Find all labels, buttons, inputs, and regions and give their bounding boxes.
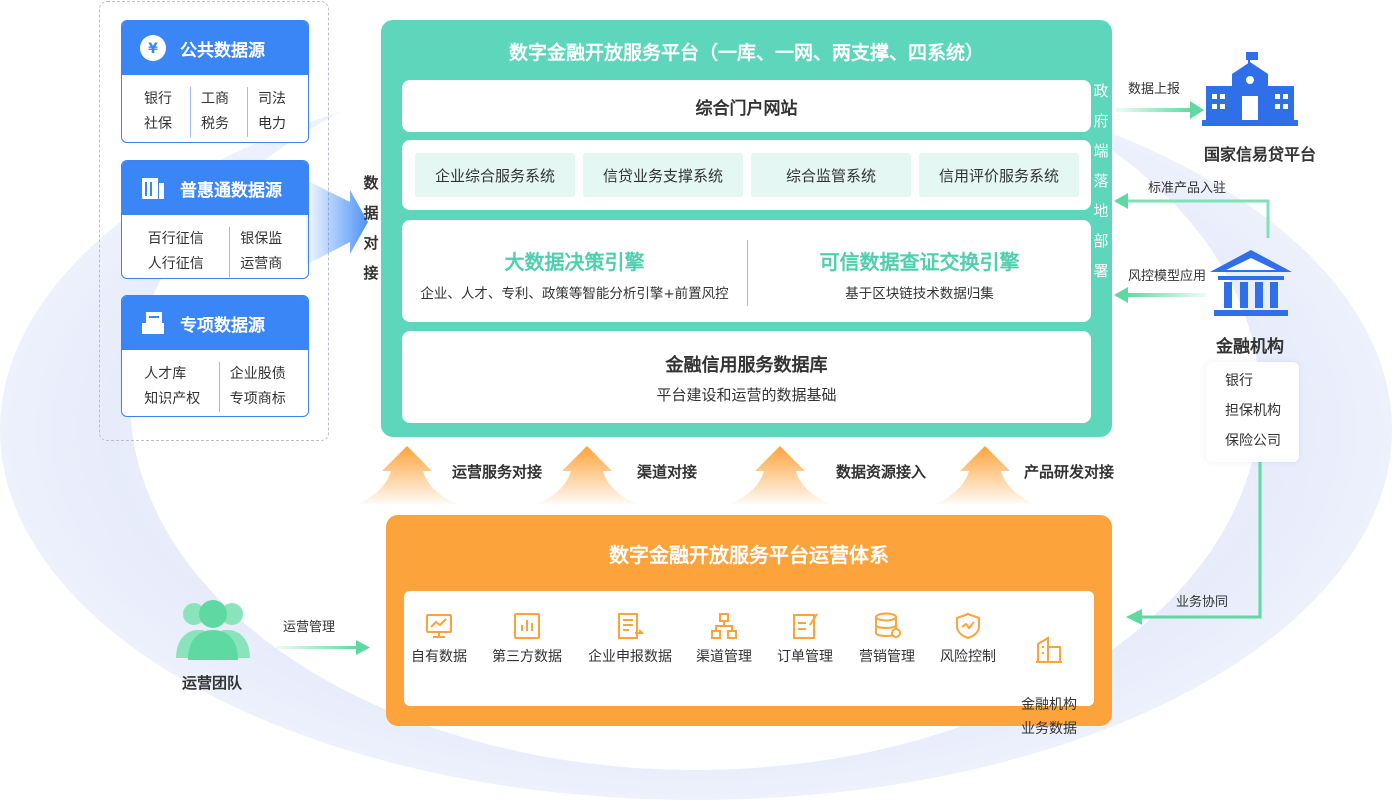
gov-deploy-label: 政府端落地部署 <box>1093 82 1109 280</box>
financial-institution-label: 金融机构 <box>1216 337 1284 357</box>
source-item: 工商 <box>201 91 229 107</box>
database-desc: 平台建设和运营的数据基础 <box>656 386 837 404</box>
team-icon <box>176 600 250 660</box>
financial-institution-list: 银行 担保机构 保险公司 <box>1206 362 1299 462</box>
up-arrow <box>730 446 830 504</box>
divider <box>747 240 748 306</box>
systems-box: 企业综合服务系统 信贷业务支撑系统 综合监管系统 信用评价服务系统 <box>402 140 1091 210</box>
up-label-channel: 渠道对接 <box>637 463 698 481</box>
engine-trusted-desc: 基于区块链技术数据归集 <box>845 286 994 302</box>
system-credit[interactable]: 信贷业务支撑系统 <box>583 153 743 197</box>
database-box[interactable]: 金融信用服务数据库 平台建设和运营的数据基础 <box>402 331 1091 423</box>
source-item: 社保 <box>144 116 172 132</box>
operation-system: 数字金融开放服务平台运营体系 自有数据 第三方数据 企业申报数据 渠道管理 订单… <box>386 515 1112 737</box>
source-item: 百行征信 <box>147 231 204 247</box>
monitor-icon <box>426 614 452 638</box>
source-title: 专项数据源 <box>180 315 265 336</box>
list-item: 担保机构 <box>1225 403 1281 419</box>
source-card-public[interactable]: ¥ 公共数据源 银行社保 工商税务 司法电力 <box>121 20 309 143</box>
data-connect-arrow <box>306 180 368 265</box>
source-title: 普惠通数据源 <box>180 180 282 201</box>
engine-bigdata-desc: 企业、人才、专利、政策等智能分析引擎+前置风控 <box>420 286 729 302</box>
folder-icon <box>138 308 168 338</box>
portal-box[interactable]: 综合门户网站 <box>402 80 1091 132</box>
source-item: 电力 <box>258 116 286 132</box>
database-icon <box>875 612 901 638</box>
chart-icon <box>514 613 540 639</box>
source-item: 专项商标 <box>229 391 286 407</box>
source-item: 企业股债 <box>229 366 286 382</box>
right-connectors <box>1114 101 1270 625</box>
source-card-special[interactable]: 专项数据源 人才库知识产权 企业股债专项商标 <box>121 295 309 417</box>
standard-product-label: 标准产品入驻 <box>1148 181 1227 196</box>
up-arrow <box>935 446 1035 504</box>
ops-item-fin-business[interactable]: 金融机构 业务数据 <box>1006 611 1092 741</box>
database-title: 金融信用服务数据库 <box>665 355 828 376</box>
national-platform-building-icon <box>1202 52 1298 126</box>
ops-items-box: 自有数据 第三方数据 企业申报数据 渠道管理 订单管理 营销管理 风险控制 金 <box>404 591 1094 737</box>
ops-title: 数字金融开放服务平台运营体系 <box>609 543 889 567</box>
source-title: 公共数据源 <box>180 40 265 61</box>
engines-box: 大数据决策引擎 企业、人才、专利、政策等智能分析引擎+前置风控 可信数据查证交换… <box>402 220 1091 322</box>
source-item: 知识产权 <box>144 391 201 407</box>
hierarchy-icon <box>711 613 737 639</box>
risk-model-label: 风控模型应用 <box>1128 269 1207 284</box>
up-label-data-resource: 数据资源接入 <box>836 463 927 481</box>
list-item: 银行 <box>1225 373 1253 389</box>
coin-icon: ¥ <box>138 33 168 63</box>
system-enterprise[interactable]: 企业综合服务系统 <box>415 153 575 197</box>
source-item: 银行 <box>144 91 172 107</box>
source-card-puhui[interactable]: 普惠通数据源 百行征信人行征信 银保监运营商 <box>121 160 309 279</box>
up-arrow <box>537 446 637 504</box>
up-label-ops-service: 运营服务对接 <box>452 463 543 481</box>
ops-management-arrow <box>276 640 370 655</box>
edit-doc-icon <box>793 613 818 639</box>
source-item: 税务 <box>201 116 229 132</box>
report-label: 数据上报 <box>1128 82 1181 97</box>
national-platform-label: 国家信易贷平台 <box>1203 145 1316 164</box>
ops-item-marketing[interactable]: 营销管理 <box>844 611 930 669</box>
source-item: 人行征信 <box>147 256 204 272</box>
ops-item-risk[interactable]: 风险控制 <box>925 611 1011 669</box>
bank-icon <box>1210 250 1292 316</box>
portal-label: 综合门户网站 <box>695 98 798 119</box>
form-icon <box>618 613 645 639</box>
list-item: 保险公司 <box>1225 433 1281 449</box>
up-arrow <box>357 446 457 504</box>
ops-item-order[interactable]: 订单管理 <box>762 611 848 669</box>
building-icon <box>1036 636 1062 663</box>
ops-item-third-party[interactable]: 第三方数据 <box>484 611 570 669</box>
ops-item-channel[interactable]: 渠道管理 <box>681 611 767 669</box>
up-label-product-rd: 产品研发对接 <box>1024 463 1115 481</box>
shield-icon <box>956 612 980 640</box>
ops-item-enterprise-declare[interactable]: 企业申报数据 <box>582 611 678 669</box>
ops-item-own-data[interactable]: 自有数据 <box>396 611 482 669</box>
source-item: 银保监 <box>240 231 283 247</box>
engine-trusted-title: 可信数据查证交换引擎 <box>819 250 1020 274</box>
collab-label: 业务协同 <box>1176 595 1229 610</box>
platform-title: 数字金融开放服务平台（一库、一网、两支撑、四系统） <box>508 42 984 64</box>
system-rating[interactable]: 信用评价服务系统 <box>919 153 1079 197</box>
system-supervision[interactable]: 综合监管系统 <box>751 153 911 197</box>
source-item: 运营商 <box>240 256 283 272</box>
svg-text:¥: ¥ <box>148 41 158 57</box>
source-item: 人才库 <box>144 366 187 382</box>
engine-bigdata-title: 大数据决策引擎 <box>504 250 645 274</box>
source-item: 司法 <box>258 91 286 107</box>
data-connect-label: 数据对接 <box>363 174 379 282</box>
ops-management-label: 运营管理 <box>283 620 336 635</box>
document-icon <box>138 173 168 203</box>
team-label: 运营团队 <box>181 674 242 692</box>
